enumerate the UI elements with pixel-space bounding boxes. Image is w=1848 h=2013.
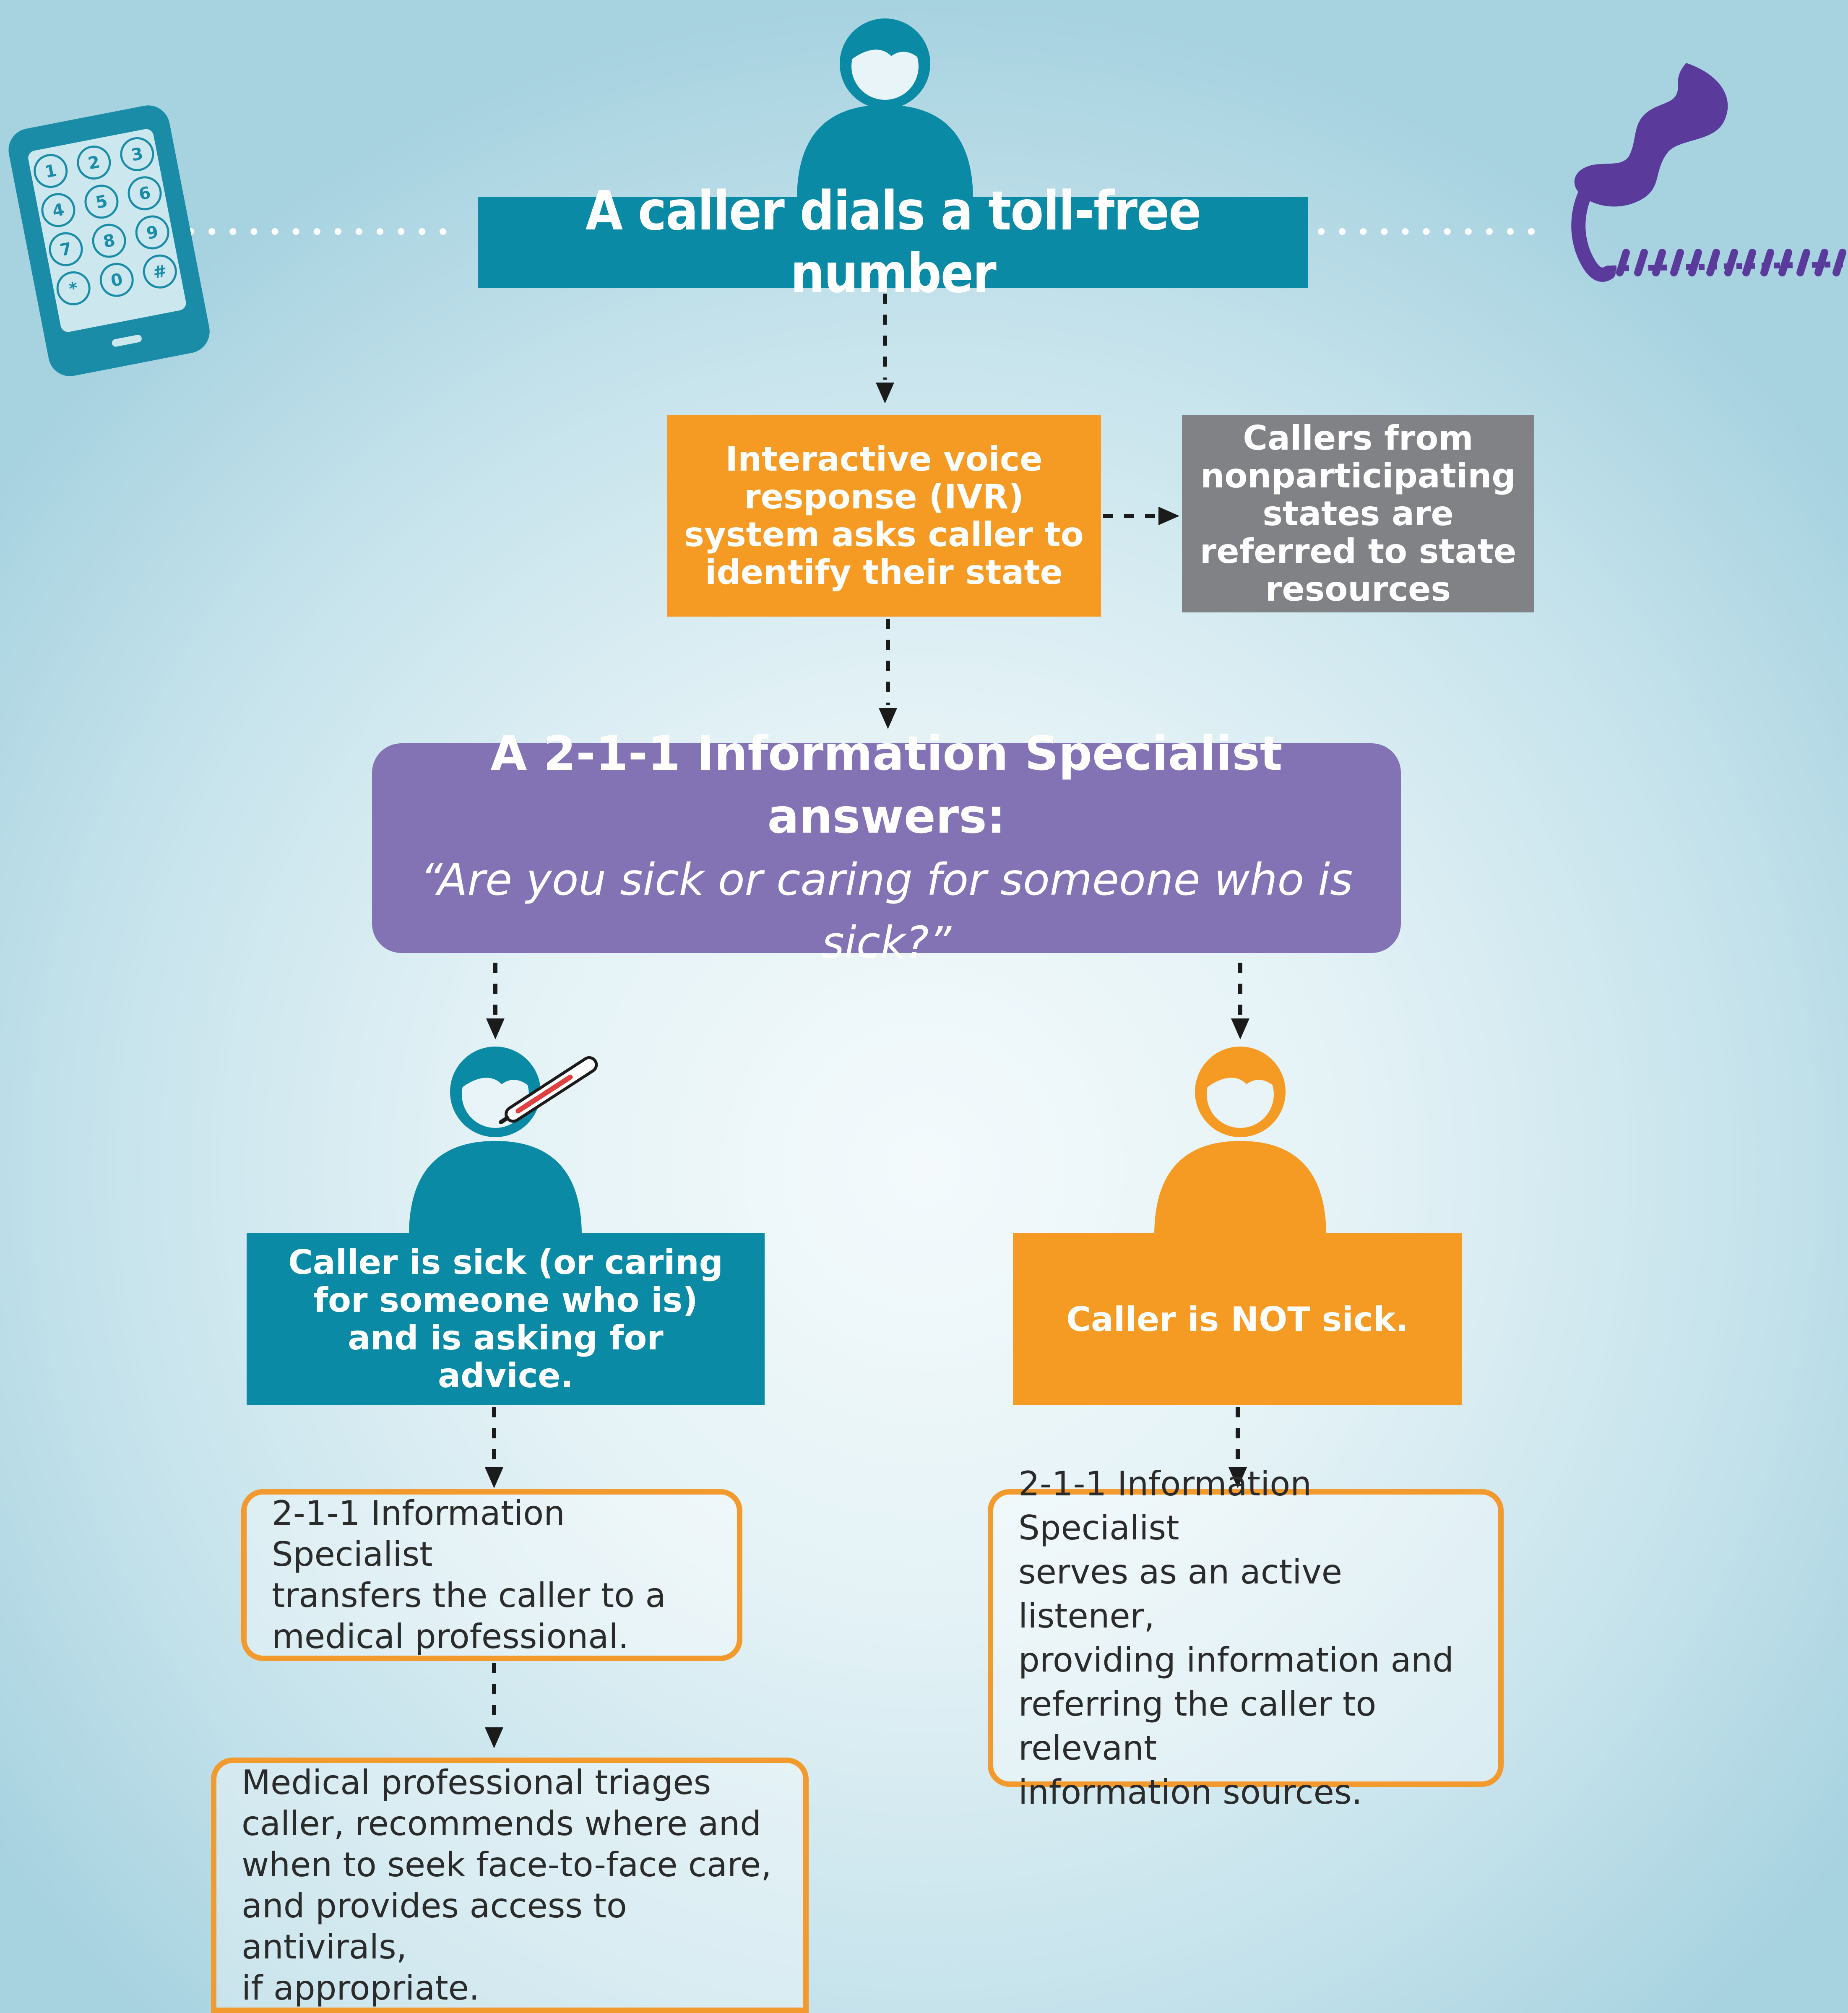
keypad-key	[135, 215, 169, 250]
listener-box-text: 2-1-1 Information Specialist serves as a…	[1018, 1464, 1454, 1812]
triage-box-text: Medical professional triages caller, rec…	[242, 1763, 772, 2008]
thermometer-icon	[499, 1056, 598, 1125]
ivr-box: Interactive voice response (IVR) system …	[667, 415, 1101, 617]
transfer-box-text: 2-1-1 Information Specialist transfers t…	[272, 1494, 666, 1656]
transfer-box: 2-1-1 Information Specialist transfers t…	[241, 1489, 742, 1661]
keypad-key	[84, 185, 119, 219]
keypad-key	[99, 263, 134, 297]
ivr-box-text: Interactive voice response (IVR) system …	[684, 440, 1084, 592]
top-box-text: A caller dials a toll-free number	[585, 180, 1201, 305]
sick-box-text: Caller is sick (or caring for someone wh…	[288, 1243, 723, 1395]
arrowhead-ivr-to-referral	[1158, 507, 1179, 525]
person-icon-not-sick	[1154, 1047, 1326, 1235]
keypad-key	[143, 254, 177, 289]
arrowhead-not-sick-to-listener	[1229, 1467, 1247, 1488]
keypad-key	[128, 176, 162, 211]
arrowhead-specialist-to-not-sick	[1231, 1018, 1249, 1039]
specialist-box-question: “Are you sick or caring for someone who …	[420, 854, 1353, 968]
listener-box: 2-1-1 Information Specialist serves as a…	[988, 1464, 1504, 1812]
arrowhead-ivr-to-specialist	[879, 708, 897, 729]
specialist-box: A 2-1-1 Information Specialist answers: …	[372, 727, 1401, 968]
telephone-handset-icon	[1571, 63, 1846, 282]
keypad-key	[77, 146, 111, 180]
not-sick-box-text: Caller is NOT sick.	[1066, 1299, 1408, 1339]
keypad-key	[49, 232, 83, 266]
sick-box: Caller is sick (or caring for someone wh…	[247, 1233, 765, 1405]
arrowhead-top-to-ivr	[876, 383, 894, 404]
referral-box-text: Callers from nonparticipating states are…	[1200, 419, 1517, 609]
arrowhead-specialist-to-sick	[486, 1018, 505, 1039]
keypad-key	[92, 224, 126, 258]
sick-person-icon	[409, 1047, 582, 1235]
keypad-key	[120, 137, 154, 171]
arrowhead-sick-to-transfer	[485, 1467, 503, 1488]
top-box: A caller dials a toll-free number	[478, 180, 1308, 305]
keypad-key	[41, 193, 75, 227]
keypad-key	[34, 154, 68, 188]
keypad-key	[56, 271, 91, 305]
not-sick-box: Caller is NOT sick.	[1013, 1233, 1462, 1405]
specialist-box-title: A 2-1-1 Information Specialist answers:	[490, 727, 1283, 844]
triage-box: Medical professional triages caller, rec…	[211, 1758, 809, 2013]
arrowhead-transfer-to-triage	[485, 1727, 503, 1748]
person-icon-caller	[797, 18, 973, 199]
referral-box: Callers from nonparticipating states are…	[1182, 415, 1534, 612]
